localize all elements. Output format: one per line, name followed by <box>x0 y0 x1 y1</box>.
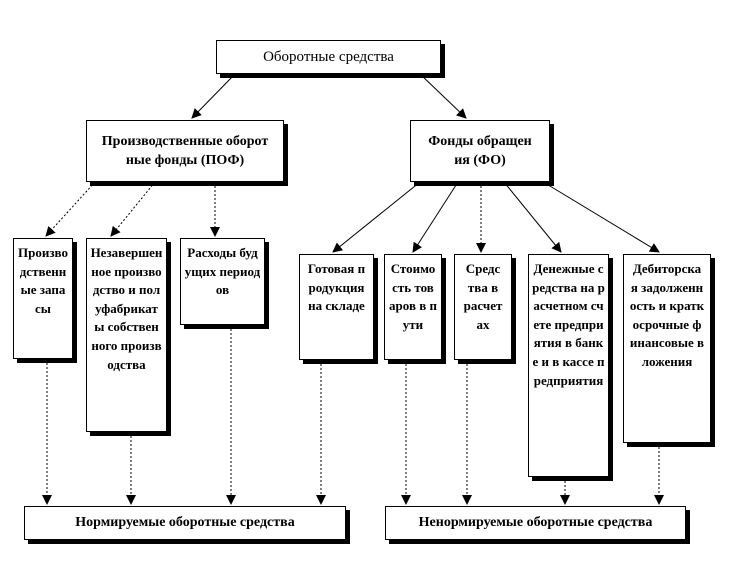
leaf-receivables-label: Дебиторская задолженность и краткосрочны… <box>629 261 705 369</box>
leaf-goods-in-transit-label: Стоимость товаров в пути <box>389 261 437 332</box>
leaf-deferred-expenses-label: Расходы будущих периодов <box>184 245 261 298</box>
arrow-fo-to-goods <box>332 181 421 253</box>
leaf-cash-label: Денежные средства на расчетном счете пре… <box>532 261 605 388</box>
leaf-finished-goods-label: Готовая продукция на складе <box>307 261 366 314</box>
node-normed-capital-label: Нормируемые оборотные средства <box>75 515 295 530</box>
leaf-deferred-expenses: Расходы будущих периодов <box>180 238 265 325</box>
arrow-root-to-fo <box>419 73 467 119</box>
arrow-pof-to-wip <box>110 181 156 237</box>
leaf-cash: Денежные средства на расчетном счете пре… <box>528 254 609 477</box>
leaf-work-in-progress-label: Незавершенное производство и полуфабрика… <box>90 245 163 372</box>
root-node-working-capital: Оборотные средства <box>216 40 441 74</box>
arrow-fo-to-cash <box>503 181 562 253</box>
arrow-fo-to-transit <box>412 181 459 253</box>
leaf-goods-in-transit: Стоимость товаров в пути <box>384 254 442 360</box>
node-unnormed-capital-label: Ненормируемые оборотные средства <box>418 515 653 530</box>
arrow-pof-to-stocks <box>45 181 96 237</box>
leaf-receivables: Дебиторская задолженность и краткосрочны… <box>623 254 711 443</box>
node-production-funds: Производственные оборотные фонды (ПОФ) <box>86 120 284 182</box>
node-production-funds-label: Производственные оборотные фонды (ПОФ) <box>101 134 269 168</box>
root-node-label: Оборотные средства <box>263 48 394 65</box>
leaf-work-in-progress: Незавершенное производство и полуфабрика… <box>86 238 167 432</box>
node-unnormed-capital: Ненормируемые оборотные средства <box>385 506 686 540</box>
leaf-settlements-label: Средства в расчетах <box>463 261 503 332</box>
leaf-production-stocks: Производственные запасы <box>13 238 73 359</box>
node-circulation-funds: Фонды обращения (ФО) <box>410 120 550 182</box>
node-circulation-funds-label: Фонды обращения (ФО) <box>428 134 532 168</box>
leaf-settlements: Средства в расчетах <box>454 254 512 360</box>
arrow-root-to-pof <box>191 73 236 119</box>
arrow-fo-to-receivables <box>539 179 660 253</box>
leaf-production-stocks-label: Производственные запасы <box>18 245 68 316</box>
node-normed-capital: Нормируемые оборотные средства <box>24 506 346 540</box>
leaf-finished-goods: Готовая продукция на складе <box>299 254 374 360</box>
